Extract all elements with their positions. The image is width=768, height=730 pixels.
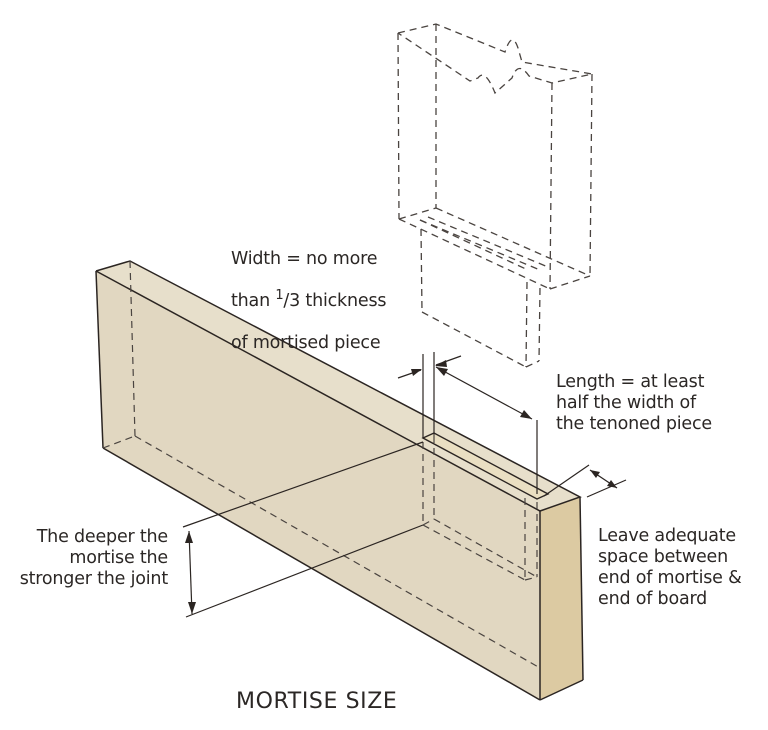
length-annotation: Length = at least half the width of the … — [556, 372, 712, 434]
end-space-annotation: Leave adequate space between end of mort… — [598, 526, 742, 609]
figure-caption: MORTISE SIZE — [236, 689, 398, 714]
fraction-denominator: 3 — [289, 291, 301, 311]
fraction-numerator: 1 — [275, 288, 284, 304]
arrowheads — [185, 360, 617, 614]
tenoned-piece — [397, 23, 593, 368]
dimension-lines — [182, 352, 627, 618]
fraction-slash: / — [283, 291, 290, 311]
width-annotation: Width = no more than 1/3 thickness of mo… — [231, 228, 386, 354]
width-annotation-line3: of mortised piece — [231, 333, 381, 353]
depth-annotation: The deeper the mortise the stronger the … — [19, 527, 168, 589]
width-annotation-line2-prefix: than — [231, 291, 276, 311]
width-annotation-line2-suffix: thickness — [300, 291, 387, 311]
mortised-board — [95, 260, 584, 701]
width-annotation-line1: Width = no more — [231, 249, 378, 269]
